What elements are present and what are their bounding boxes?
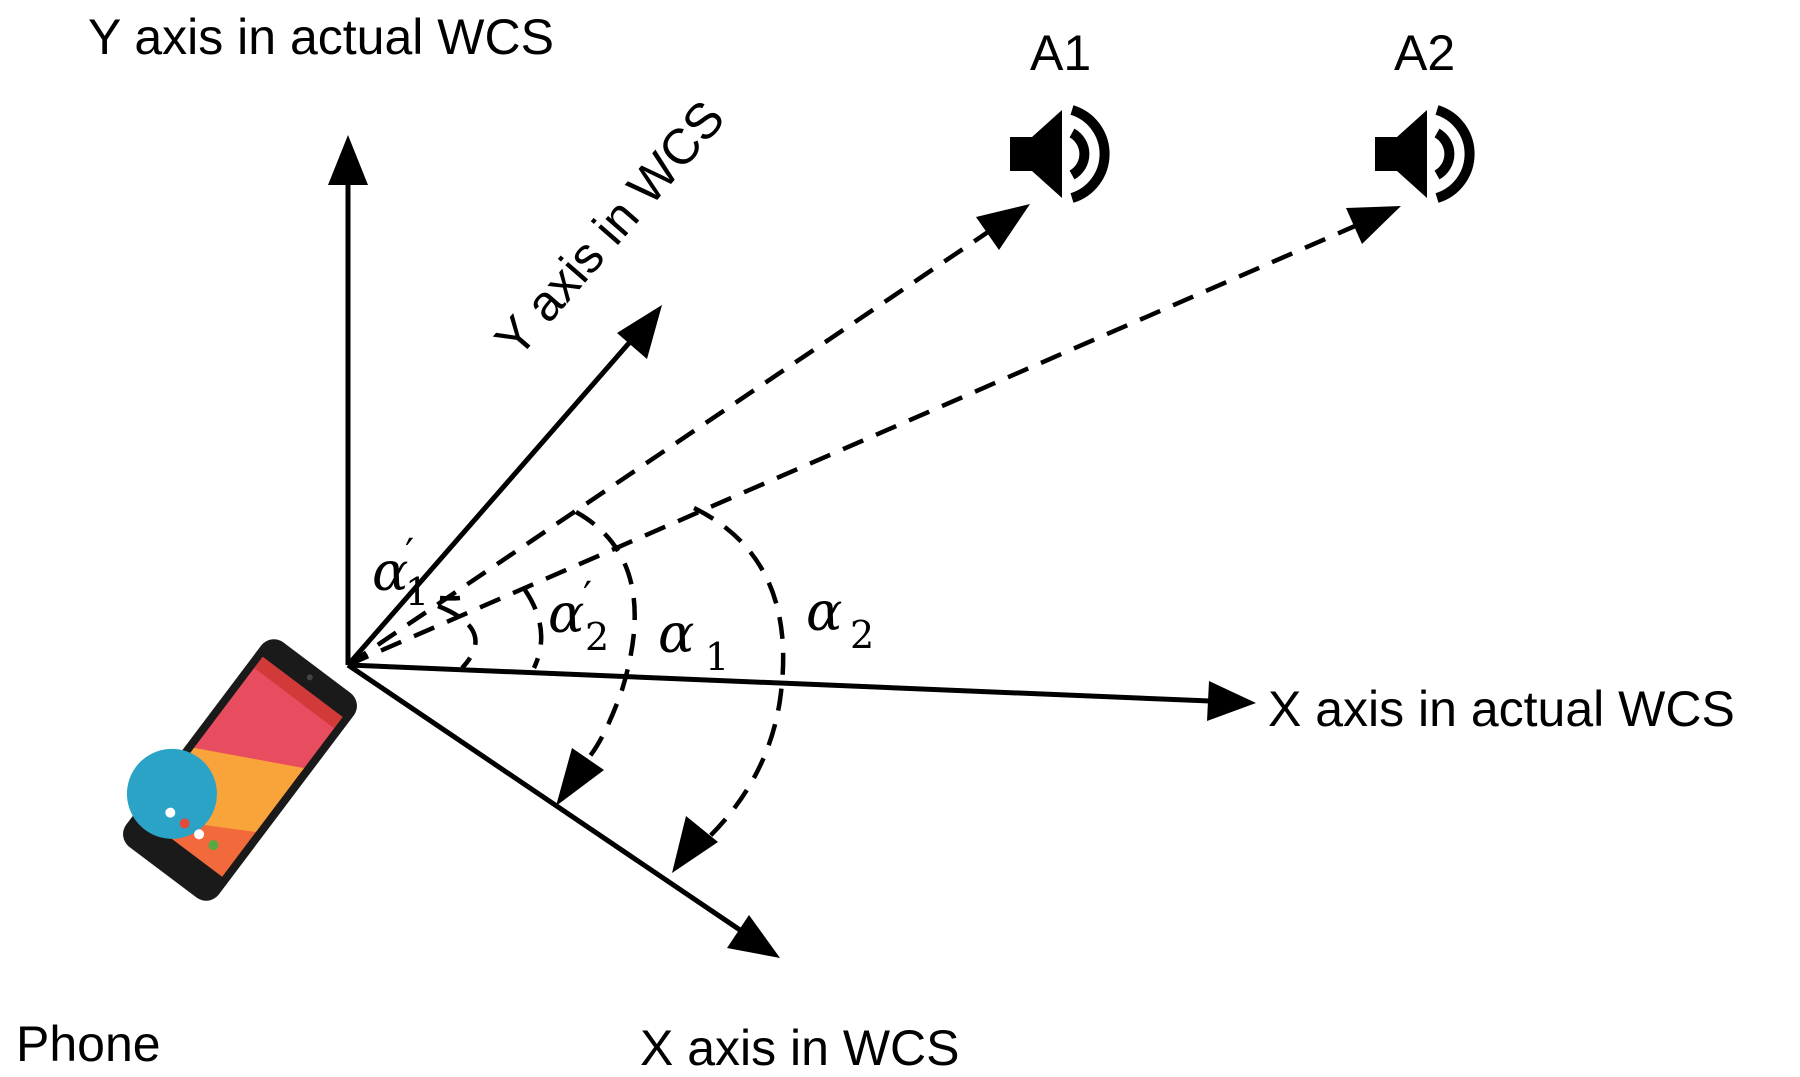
arc-alpha2-prime: [437, 603, 478, 670]
angle-label-alpha1-prime: α ′ 1: [372, 531, 429, 614]
arc-alpha2-prime-outer: [523, 588, 544, 669]
arc-alpha2: [693, 505, 786, 842]
label-speaker-a2: A2: [1394, 25, 1455, 81]
arc-alpha1: [574, 510, 637, 758]
axis-x-actual: [347, 662, 1256, 721]
svg-text:′: ′: [583, 574, 592, 620]
direction-line-a1: [346, 204, 1030, 667]
svg-text:1: 1: [405, 570, 429, 614]
arc-alpha1-arrowhead: [556, 748, 604, 806]
direction-line-a2: [347, 206, 1401, 668]
axis-y-wcs: [346, 305, 662, 667]
label-y-axis-wcs: Y axis in WCS: [484, 90, 735, 367]
smartphone-icon: [123, 639, 357, 901]
svg-text:α: α: [372, 540, 408, 603]
label-x-axis-actual: X axis in actual WCS: [1268, 681, 1735, 737]
svg-text:2: 2: [850, 613, 874, 657]
svg-text:1: 1: [705, 635, 729, 679]
angle-label-alpha1: α 1: [658, 602, 729, 679]
label-y-axis-actual: Y axis in actual WCS: [88, 9, 554, 65]
label-speaker-a1: A1: [1030, 25, 1091, 81]
speaker-icon: [1010, 105, 1110, 203]
label-x-axis-wcs: X axis in WCS: [640, 1020, 960, 1076]
svg-text:α: α: [658, 602, 694, 665]
svg-text:α: α: [806, 580, 842, 643]
arc-alpha2-arrowhead: [672, 816, 718, 873]
angle-label-alpha2: α 2: [806, 580, 874, 657]
svg-text:α: α: [548, 582, 584, 645]
label-phone: Phone: [16, 1016, 161, 1072]
svg-text:2: 2: [585, 615, 609, 659]
axis-x-wcs: [346, 662, 780, 958]
axis-y-actual: [328, 135, 368, 665]
speaker-icon: [1375, 105, 1475, 203]
angle-label-alpha2-prime: α ′ 2: [548, 574, 609, 659]
svg-text:′: ′: [405, 531, 414, 577]
